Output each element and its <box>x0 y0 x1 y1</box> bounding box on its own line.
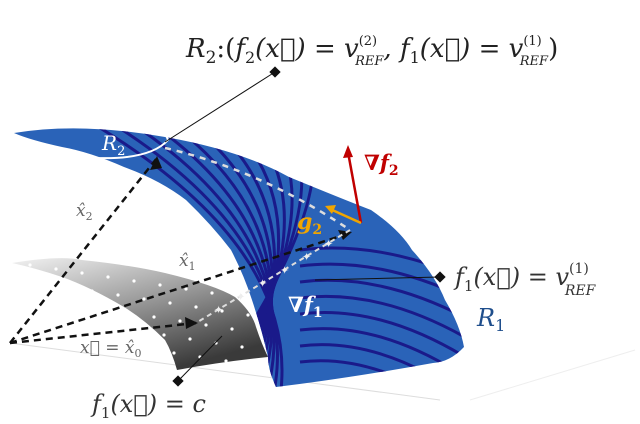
path-star: ✦ <box>302 252 311 264</box>
surface-dot <box>204 323 208 327</box>
f1c-leader-line <box>177 335 223 382</box>
surface-dot <box>230 327 234 331</box>
surface-dot <box>136 329 140 333</box>
surface-dot <box>116 293 120 297</box>
surface-dot <box>84 321 88 325</box>
contour-line <box>86 128 284 387</box>
surface-dot <box>38 281 42 285</box>
surface-dot <box>132 279 136 283</box>
surface-dot <box>210 291 214 295</box>
g2-label: g2 <box>297 209 322 238</box>
surface-dot <box>100 307 104 311</box>
surface-dot <box>48 299 52 303</box>
grad-f2-label: ∇f2 <box>364 150 399 179</box>
surface-dot <box>28 263 32 267</box>
path-star: ✦ <box>214 305 223 317</box>
surface-dot <box>240 345 244 349</box>
path-star: ✦ <box>236 291 245 303</box>
x1-arrowhead <box>338 230 352 240</box>
contour-line <box>299 359 464 387</box>
constraint-surface <box>12 258 268 370</box>
ground-line <box>9 342 441 401</box>
r2-leader-marker <box>269 66 281 78</box>
path-stars: ✦ ✦ ✦ ✦ ✦ ✦ <box>214 238 333 316</box>
surface-dot <box>110 325 114 329</box>
surface-dot <box>74 303 78 307</box>
surface-dot <box>106 275 110 279</box>
surface-dot <box>104 357 108 361</box>
r2-definition-label: R2:(f2(x⃗) = v(2)REF, f1(x⃗) = v(1)REF) <box>185 34 558 69</box>
surface-dot <box>184 287 188 291</box>
surface-dot <box>162 333 166 337</box>
x2-arrowhead <box>150 156 162 170</box>
surface-dot <box>172 351 176 355</box>
x0-arrowhead <box>185 317 198 329</box>
r1-label: R1 <box>476 304 505 335</box>
contour-line <box>145 128 274 387</box>
surface-dot <box>158 283 162 287</box>
arrowheads <box>150 156 352 329</box>
axis-vectors <box>9 157 351 345</box>
surface-dot <box>54 267 58 271</box>
surface-dot <box>224 359 228 363</box>
ground-line-right <box>469 349 636 401</box>
x0-label: x⃗ = x̂0 <box>80 338 141 360</box>
g2-arrowhead <box>325 205 336 214</box>
surface-dots <box>28 263 250 365</box>
f1-c-label: f1(x⃗) = c <box>90 390 206 422</box>
surface-dot <box>94 339 98 343</box>
path-star: ✦ <box>280 265 289 277</box>
surface-dot <box>142 297 146 301</box>
surface-dot <box>194 305 198 309</box>
surface-dot <box>220 309 224 313</box>
surface-dot <box>168 301 172 305</box>
f1-ref-leader-line <box>314 276 441 281</box>
surface-dot <box>246 313 250 317</box>
contour-line <box>125 128 276 387</box>
f1-ref-leader-marker <box>434 271 446 283</box>
surface-dot <box>146 347 150 351</box>
f1c-leader-marker <box>172 375 184 387</box>
contour-line <box>106 128 279 387</box>
g2-arrow <box>329 207 362 225</box>
surface-dot <box>152 315 156 319</box>
f1-ref-label: f1(x⃗) = v(1)REF <box>453 261 597 299</box>
pareto-surface <box>14 128 464 387</box>
contour-line <box>165 128 273 387</box>
surface-dot <box>178 319 182 323</box>
surface-dot <box>126 311 130 315</box>
contour-line <box>299 310 464 362</box>
x1-hat-label: x̂1 <box>179 251 196 273</box>
r2-surface-label: R2 <box>101 131 125 159</box>
surface-dot <box>64 285 68 289</box>
surface-dot <box>90 289 94 293</box>
surface-dot <box>78 353 82 357</box>
x2-vector <box>9 157 158 344</box>
grad-f2-arrowhead <box>343 145 353 158</box>
path-r1 <box>195 229 351 324</box>
surface-dot <box>130 361 134 365</box>
surface-dot <box>214 341 218 345</box>
surface-dot <box>80 271 84 275</box>
contour-line <box>299 294 464 342</box>
contour-line <box>299 278 464 322</box>
surface-dot <box>120 343 124 347</box>
path-star: ✦ <box>258 278 267 290</box>
surface-dot <box>58 317 62 321</box>
grad-f1-label: ∇f1 <box>288 292 323 321</box>
grad-f2-arrow <box>346 151 363 224</box>
r2-leader-line <box>164 71 276 143</box>
surface-dot <box>188 337 192 341</box>
x2-hat-label: x̂2 <box>76 201 93 223</box>
path-r2 <box>164 146 351 232</box>
path-star: ✦ <box>324 238 333 250</box>
